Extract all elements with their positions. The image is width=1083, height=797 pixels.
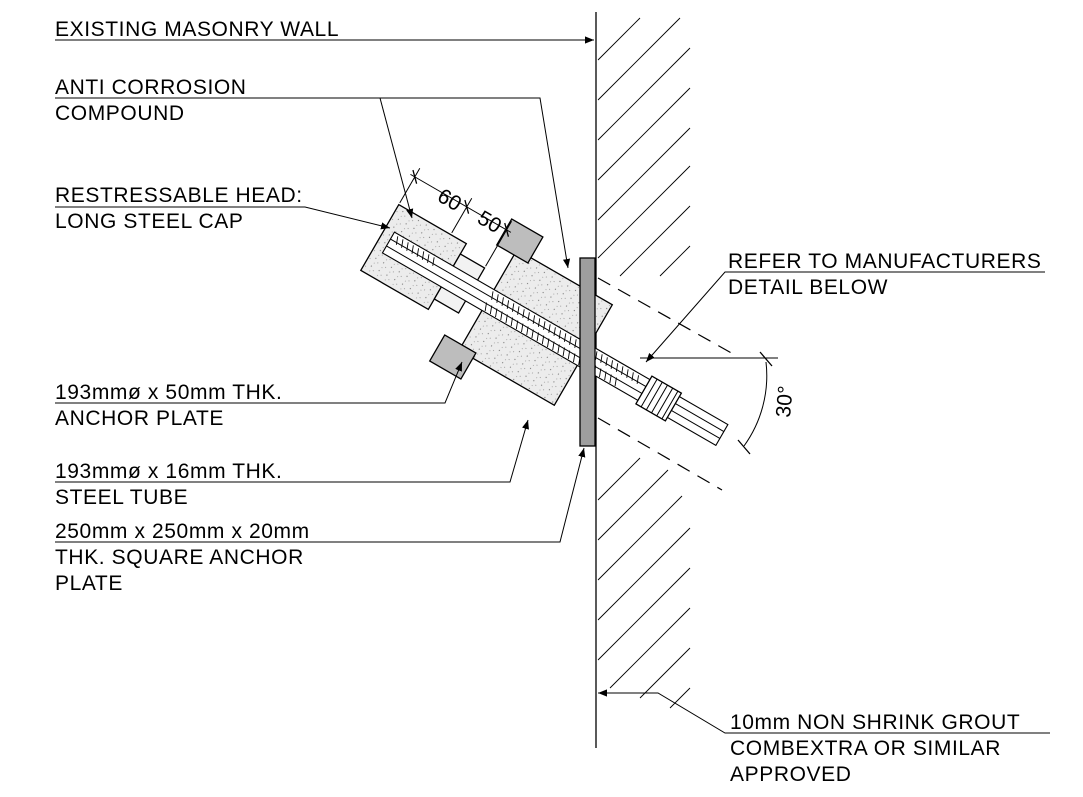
- square-anchor-plate: [579, 257, 596, 447]
- anchor-assembly: [359, 167, 729, 447]
- label-anchor-plate-1: 193mmø x 50mm THK.: [55, 381, 282, 404]
- label-grout-2: COMBEXTRA OR SIMILAR: [730, 737, 1001, 760]
- tendon-bar: [381, 231, 729, 447]
- label-square-plate-3: PLATE: [55, 572, 123, 595]
- dim-nut-length: 50: [474, 206, 506, 238]
- anchor-plate-bottom: [428, 334, 477, 380]
- label-grout-1: 10mm NON SHRINK GROUT: [730, 711, 1020, 734]
- label-square-plate-2: THK. SQUARE ANCHOR: [55, 546, 304, 569]
- label-steel-tube-2: STEEL TUBE: [55, 486, 188, 509]
- wall-hatching: [597, 17, 691, 709]
- label-restressable-1: RESTRESSABLE HEAD:: [55, 184, 303, 207]
- anchor-plate-top: [495, 218, 544, 264]
- label-anchor-plate-2: ANCHOR PLATE: [55, 407, 224, 430]
- angle-arc: [743, 361, 768, 447]
- leader-lines: [55, 36, 1050, 734]
- label-existing-wall: EXISTING MASONRY WALL: [55, 18, 339, 41]
- dim-cap-length: 60: [434, 184, 466, 216]
- label-refer-2: DETAIL BELOW: [728, 276, 888, 299]
- bore-dash-upper: [597, 277, 736, 356]
- label-square-plate-1: 250mm x 250mm x 20mm: [55, 520, 310, 543]
- bore-dash-lower: [597, 417, 723, 491]
- dim-angle: 30°: [772, 385, 798, 419]
- label-refer-1: REFER TO MANUFACTURERS: [728, 250, 1041, 273]
- label-anti-corrosion-1: ANTI CORROSION: [55, 76, 247, 99]
- label-anti-corrosion-2: COMPOUND: [55, 102, 185, 125]
- label-restressable-2: LONG STEEL CAP: [55, 210, 244, 233]
- coupler: [635, 375, 683, 422]
- label-steel-tube-1: 193mmø x 16mm THK.: [55, 460, 282, 483]
- label-grout-3: APPROVED: [730, 763, 852, 786]
